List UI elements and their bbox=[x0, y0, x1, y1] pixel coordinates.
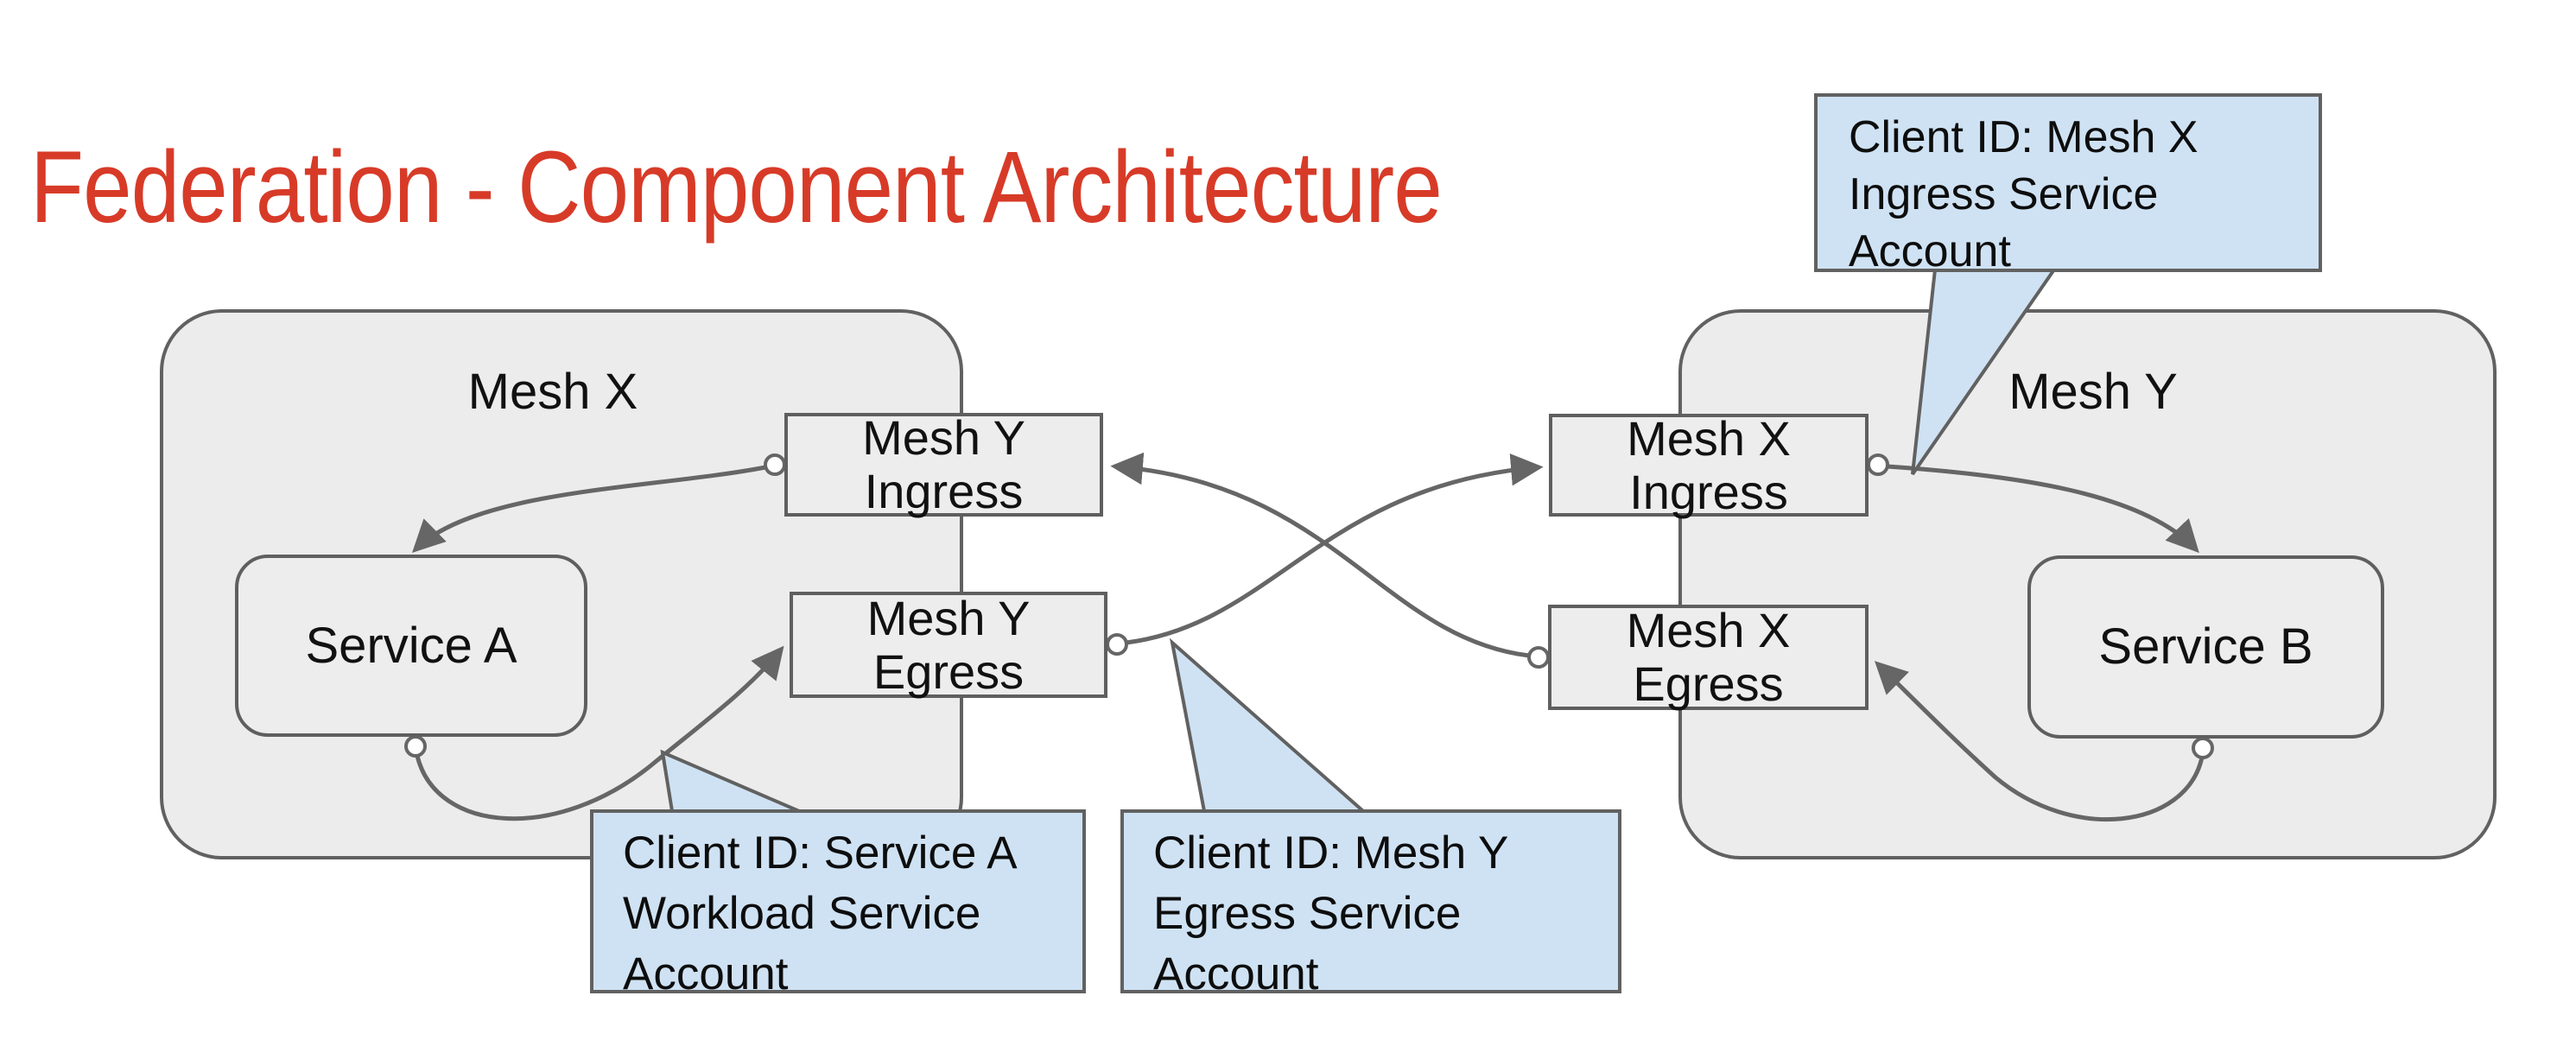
node-service-b-label: Service B bbox=[2098, 618, 2313, 675]
edge-meshX-egress-to-meshY-ingress bbox=[1110, 452, 1530, 658]
callout-line: Client ID: Mesh X bbox=[1849, 112, 2198, 162]
callout-line: Egress Service bbox=[1153, 888, 1462, 939]
callout-line: Account bbox=[623, 948, 789, 999]
node-label-line: Mesh Y bbox=[866, 590, 1031, 645]
node-label-line: Egress bbox=[872, 644, 1025, 699]
callout-mesh-y-egress-service-account: Client ID: Mesh Y Egress Service Account bbox=[1120, 809, 1621, 999]
node-label-line: Mesh X bbox=[1627, 410, 1791, 466]
callout-service-a-workload-service-account: Client ID: Service A Workload Service Ac… bbox=[590, 809, 1086, 999]
callout-line: Workload Service bbox=[623, 888, 981, 939]
mesh-y-label: Mesh Y bbox=[2008, 364, 2178, 420]
callout-pointer-egress bbox=[1169, 637, 1368, 813]
node-service-b: Service B bbox=[2027, 555, 2384, 739]
node-mesh-x-egress: Mesh X Egress bbox=[1548, 603, 1869, 711]
node-label-line: Egress bbox=[1633, 656, 1784, 711]
mesh-x-label: Mesh X bbox=[467, 364, 638, 420]
node-mesh-y-egress: Mesh Y Egress bbox=[790, 590, 1107, 699]
node-service-a-label: Service A bbox=[305, 617, 517, 674]
node-label-line: Mesh Y bbox=[862, 410, 1025, 465]
node-label-line: Mesh X bbox=[1626, 603, 1791, 657]
node-mesh-y-ingress: Mesh Y Ingress bbox=[784, 410, 1103, 518]
callout-line: Client ID: Mesh Y bbox=[1153, 828, 1509, 878]
node-label-line: Ingress bbox=[864, 464, 1024, 518]
origin-dot-meshX-egress bbox=[1527, 646, 1550, 669]
callout-line: Client ID: Service A bbox=[623, 828, 1018, 878]
callout-line: Account bbox=[1153, 948, 1319, 999]
callout-line: Account bbox=[1849, 226, 2011, 276]
origin-dot-meshY-egress bbox=[1106, 633, 1128, 656]
node-mesh-x-ingress: Mesh X Ingress bbox=[1549, 410, 1869, 519]
callout-mesh-x-ingress-service-account: Client ID: Mesh X Ingress Service Accoun… bbox=[1814, 93, 2322, 276]
edge-meshY-egress-to-meshX-ingress bbox=[1126, 453, 1544, 645]
page-title: Federation - Component Architecture bbox=[30, 130, 1443, 244]
callout-line: Ingress Service bbox=[1849, 169, 2159, 219]
node-service-a: Service A bbox=[235, 555, 587, 737]
node-label-line: Ingress bbox=[1629, 464, 1788, 519]
